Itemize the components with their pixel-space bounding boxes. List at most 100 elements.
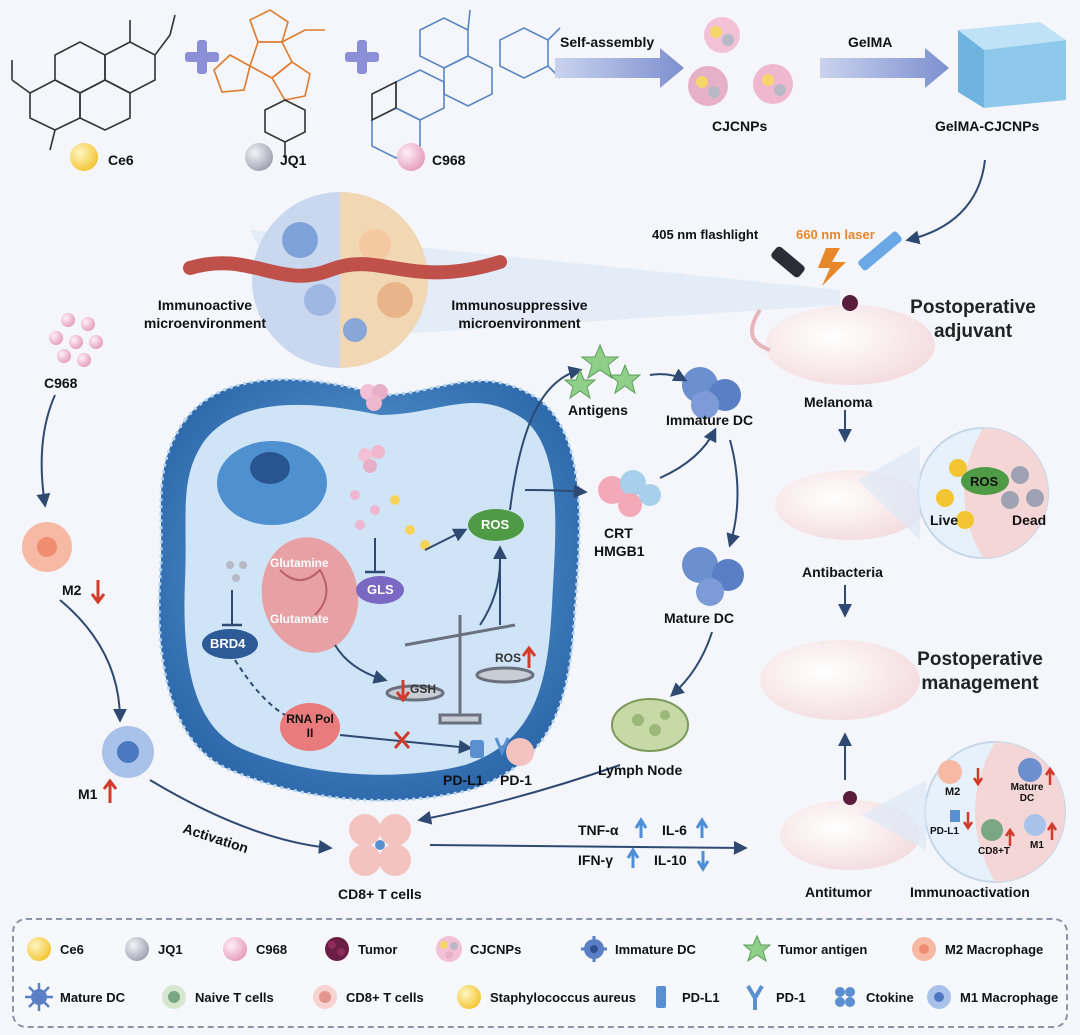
lymph-node-label: Lymph Node <box>598 762 683 778</box>
pdl1-icon <box>656 986 666 1008</box>
il6-label: IL-6 <box>662 822 687 838</box>
gelma-label: GelMA <box>848 34 893 50</box>
legend-item-tumor: Tumor <box>322 934 397 964</box>
ia-m1-label: M1 <box>1030 840 1044 851</box>
staph-icon <box>457 985 481 1009</box>
ia-cd8-label: CD8+T <box>978 846 1010 857</box>
legend-item-ce6: Ce6 <box>24 934 84 964</box>
ce6-label: Ce6 <box>108 152 134 168</box>
gls-label: GLS <box>367 582 394 597</box>
immature-dc-cluster <box>682 367 741 419</box>
lymph-node <box>611 698 689 752</box>
antigens-label: Antigens <box>568 402 628 418</box>
immunoactivation-label: Immunoactivation <box>910 884 1030 900</box>
pd1-icon <box>746 984 764 1010</box>
immunoactivation-circle <box>924 741 1066 883</box>
antigen-stars <box>563 343 642 400</box>
nucleus-er <box>217 441 327 525</box>
legend-item-m2: M2 Macrophage <box>909 934 1043 964</box>
legend-label-m2: M2 Macrophage <box>945 941 1044 957</box>
ros-oval <box>468 509 524 541</box>
ia-mature-dc-label: Mature DC <box>1010 782 1044 804</box>
ros-circle-label: ROS <box>970 474 999 489</box>
gsh-down-arrow <box>395 680 411 703</box>
legend-box: Ce6 JQ1 C968 Tumor CJCNPs Immature DC Tu… <box>12 918 1068 1028</box>
legend-item-jq1: JQ1 <box>122 934 183 964</box>
legend-label-cjcnps: CJCNPs <box>470 941 522 957</box>
gelma-arrow <box>820 48 949 88</box>
brd4-label: BRD4 <box>210 636 246 651</box>
cd8-label: CD8+ T cells <box>338 886 422 902</box>
flashlight-icon <box>771 246 805 278</box>
arrow-gelma-to-mouse <box>905 159 986 245</box>
m2-macrophage <box>22 522 72 572</box>
c968-structure <box>371 9 561 159</box>
glutamine-label: Glutamine <box>270 556 329 570</box>
immunosuppressive-label: Immunosuppressive microenvironment <box>451 297 588 331</box>
jq1-icon <box>125 937 149 961</box>
c968-left-label: C968 <box>44 375 78 391</box>
jq1-label: JQ1 <box>280 152 307 168</box>
balance-scale <box>385 615 535 725</box>
laser-label: 660 nm laser <box>796 227 875 242</box>
crt-hmgb1-cluster <box>598 470 661 517</box>
naive-t-icon <box>162 985 186 1009</box>
tnf-up-arrow <box>634 817 648 838</box>
jq1-structure <box>213 9 325 101</box>
live-dead-circle <box>917 427 1049 559</box>
self-assembly-label: Self-assembly <box>560 34 655 50</box>
c968-icon <box>223 937 247 961</box>
mature-dc-cluster <box>682 547 744 606</box>
c968-label: C968 <box>432 152 466 168</box>
pd1-marker <box>494 737 510 756</box>
laser-bolt-icon <box>818 248 846 286</box>
ia-pdl1-label: PD-L1 <box>930 826 959 837</box>
legend-label-staph: Staphylococcus aureus <box>490 989 636 1005</box>
legend-label-tumor: Tumor <box>358 941 398 957</box>
postop-adjuvant-label: Postoperative adjuvant <box>910 297 1036 342</box>
ce6-ball <box>70 143 98 171</box>
gelma-cjcnps-label: GelMA-CJCNPs <box>935 118 1040 134</box>
ifn-up-arrow <box>626 847 640 868</box>
self-assembly-arrow <box>555 48 684 88</box>
cjcnp-entering <box>360 384 388 411</box>
ce6-structure <box>11 14 176 151</box>
immature-dc-icon <box>581 936 607 962</box>
legend-item-cd8: CD8+ T cells <box>310 982 424 1012</box>
syringe-icon <box>858 231 902 271</box>
legend-item-tumor-antigen: Tumor antigen <box>742 934 867 964</box>
legend-item-naive-t: Naive T cells <box>159 982 274 1012</box>
t-cell-near-pd1 <box>506 738 534 766</box>
antibacteria-label: Antibacteria <box>802 564 883 580</box>
legend-item-c968: C968 <box>220 934 287 964</box>
tumor-antigen-icon <box>742 934 772 963</box>
jq1-ball <box>245 143 273 171</box>
ros-scale-label: ROS <box>495 651 522 665</box>
mitochondrion <box>261 537 359 653</box>
legend-item-cjcnps: CJCNPs <box>434 934 521 964</box>
flashlight-label: 405 nm flashlight <box>652 227 759 242</box>
ia-m2-label: M2 <box>945 786 961 798</box>
rna-pol-blob <box>280 703 340 751</box>
mature-dc-label: Mature DC <box>664 610 735 626</box>
c968-benzo <box>371 80 397 122</box>
m2-down-arrow <box>90 580 106 605</box>
legend-label-tumor-antigen: Tumor antigen <box>778 941 868 957</box>
cd8-cell-cluster <box>349 814 411 876</box>
pdl1-marker <box>470 740 484 758</box>
mouse-management <box>760 640 920 720</box>
crt-label: CRT <box>604 525 633 541</box>
m1-macrophage-icon <box>927 985 951 1009</box>
cjcnps-icon <box>436 936 462 962</box>
tumor-sphere <box>252 192 428 368</box>
m2-label: M2 <box>62 582 82 598</box>
rna-pol-label: RNA Pol II <box>286 712 334 740</box>
live-label: Live <box>930 512 959 528</box>
legend-item-m1: M1 Macrophage <box>924 982 1058 1012</box>
legend-item-cytokine: Ctokine <box>830 982 914 1012</box>
il10-label: IL-10 <box>654 852 687 868</box>
immature-dc-label: Immature DC <box>666 412 754 428</box>
cjcnps-cluster <box>688 17 793 106</box>
antitumor-label: Antitumor <box>805 884 872 900</box>
ce6-icon <box>27 937 51 961</box>
